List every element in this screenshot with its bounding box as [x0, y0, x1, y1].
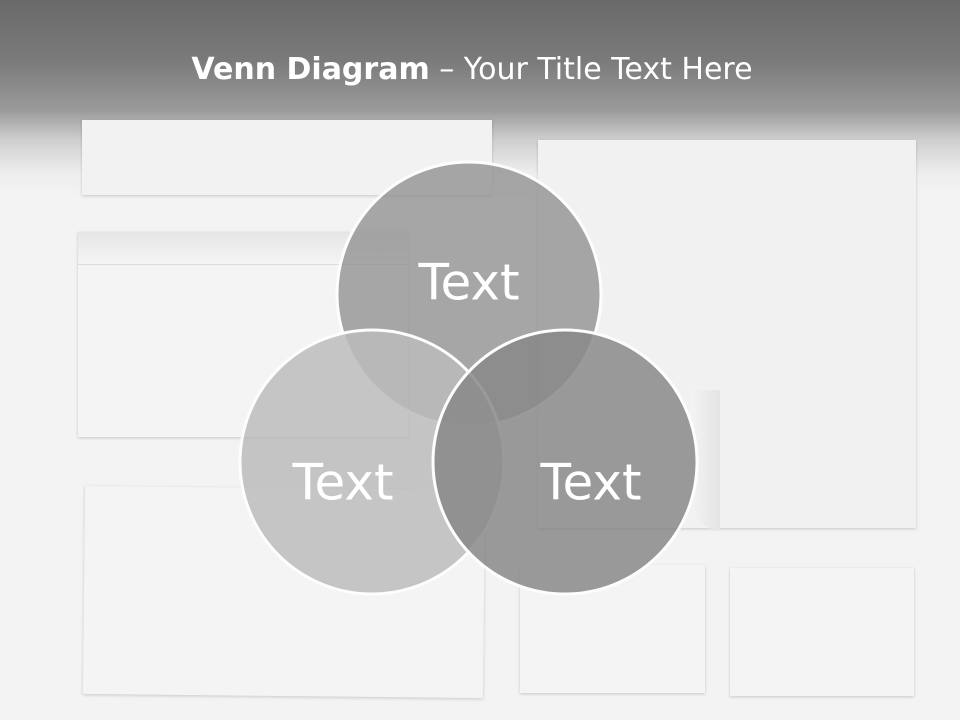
title-bold: Venn Diagram — [191, 52, 430, 87]
title-rest: – Your Title Text Here — [429, 52, 753, 87]
slide-title: Venn Diagram – Your Title Text Here — [0, 52, 944, 87]
venn-circle-right[interactable] — [431, 328, 699, 596]
venn-label-right: Text — [539, 454, 641, 512]
venn-label-left: Text — [291, 454, 393, 512]
venn-label-top: Text — [417, 254, 519, 312]
background-card-small-right — [730, 568, 914, 696]
